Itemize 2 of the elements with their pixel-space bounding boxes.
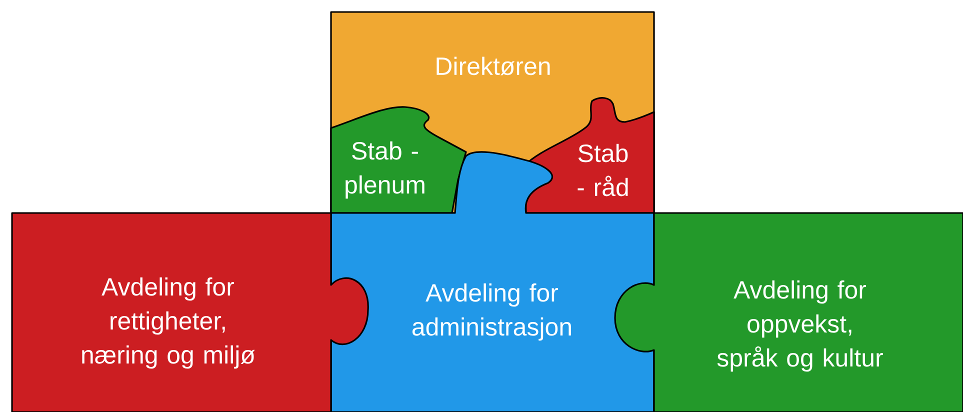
puzzle-piece: Avdeling for oppvekst, språk og kultur: [614, 212, 963, 412]
puzzle-piece: Avdeling for rettigheter, næring og miljø: [11, 212, 369, 412]
